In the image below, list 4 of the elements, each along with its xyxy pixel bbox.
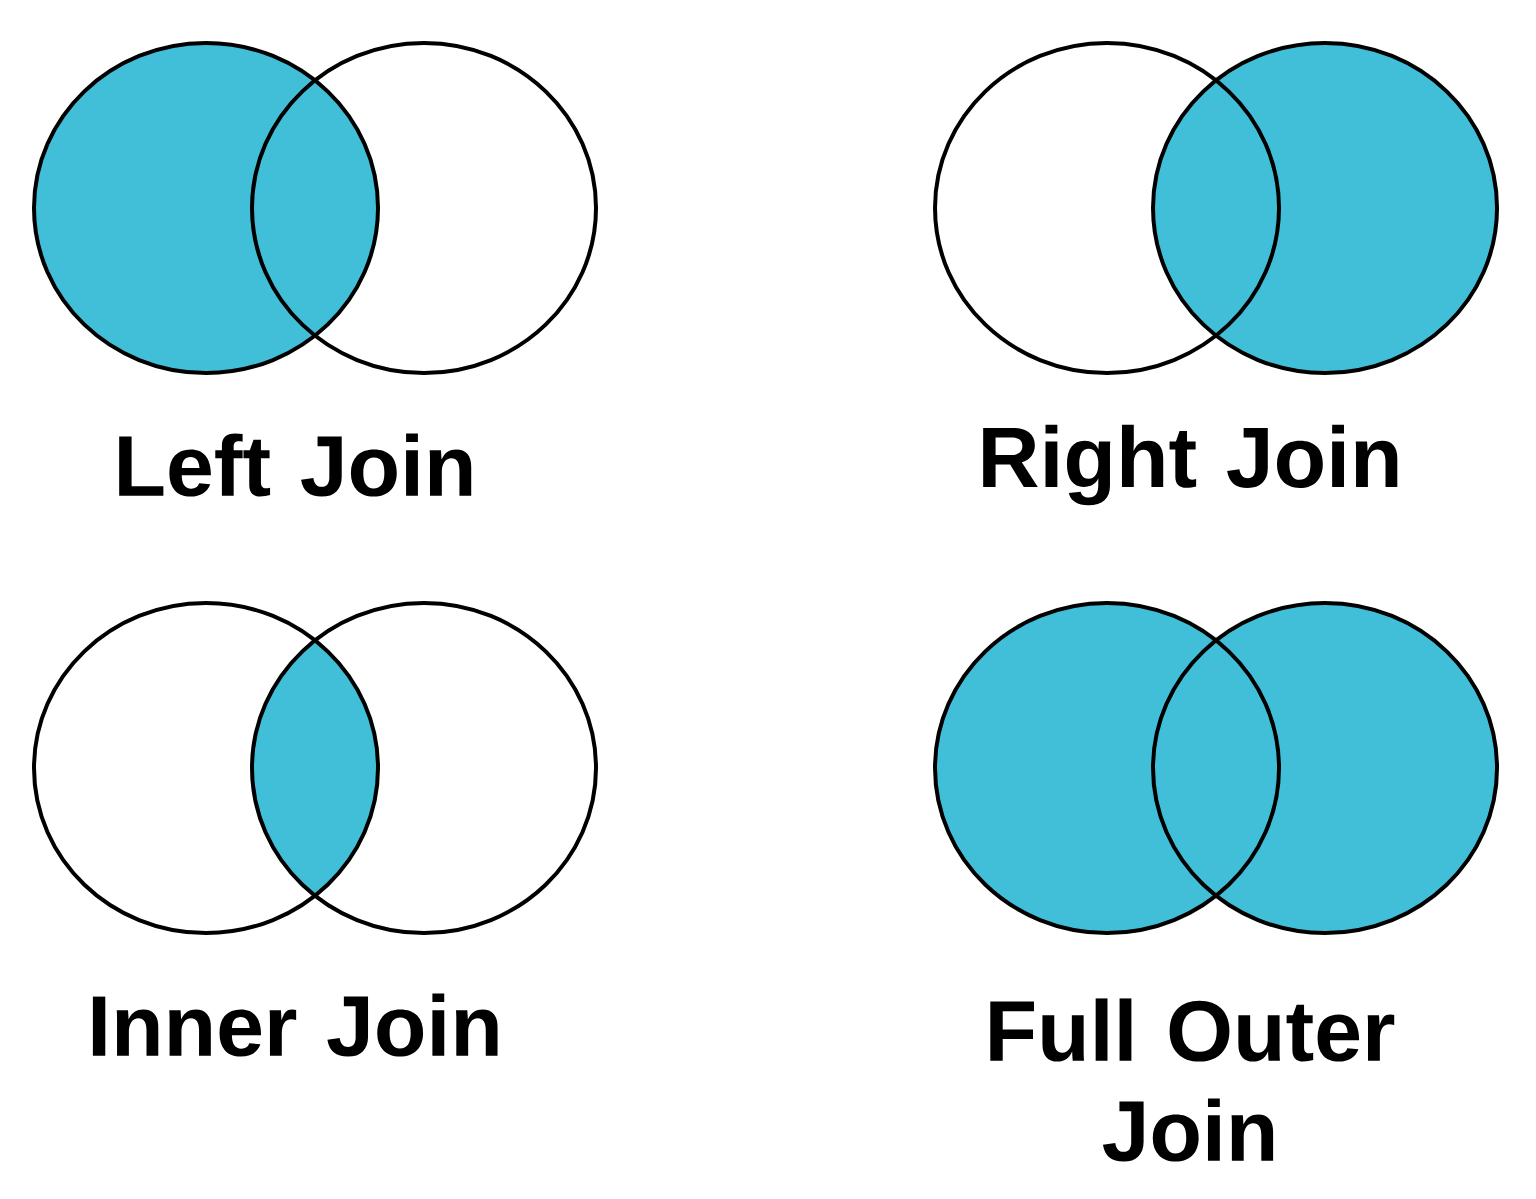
join-label: Left Join xyxy=(119,433,472,497)
join-label: Inner Join xyxy=(92,993,498,1057)
join-label: Right Join xyxy=(983,424,1398,506)
join-label: Full Outer Join xyxy=(990,998,1395,1162)
